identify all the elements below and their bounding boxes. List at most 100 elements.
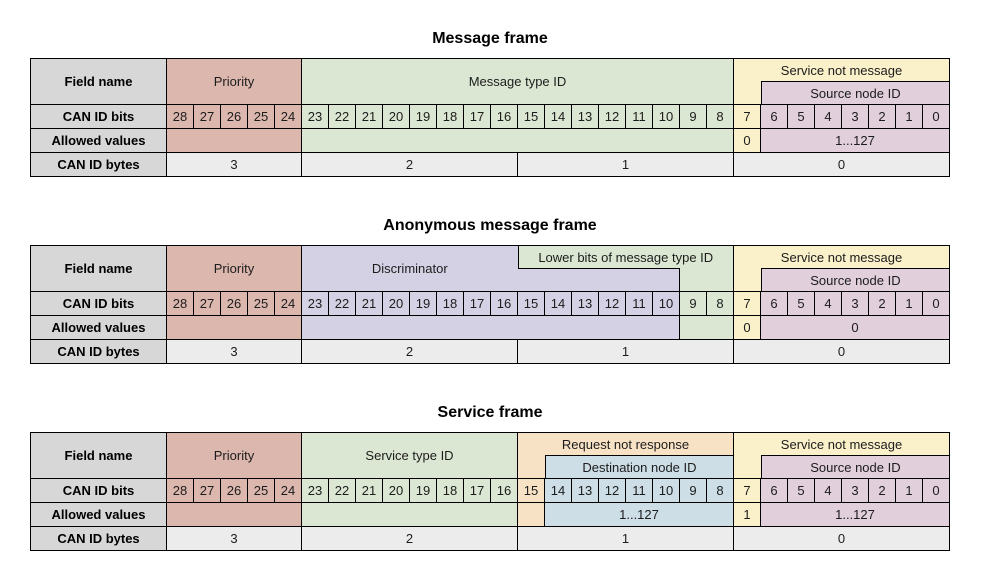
bit-5: 5 — [787, 292, 814, 315]
bit-5: 5 — [787, 105, 814, 128]
field-priority: Priority — [166, 433, 301, 478]
allowed-value — [301, 503, 517, 526]
bit-24: 24 — [274, 292, 301, 315]
field-message-type-id: Message type ID — [301, 59, 733, 104]
bit-6: 6 — [760, 479, 787, 502]
allowed-value: 1...127 — [760, 503, 949, 526]
bit-15: 15 — [517, 105, 544, 128]
row-label: Field name — [31, 246, 166, 291]
row-label: Field name — [31, 59, 166, 104]
bit-13: 13 — [571, 292, 598, 315]
bit-8: 8 — [706, 479, 733, 502]
bit-14: 14 — [544, 479, 571, 502]
bit-2: 2 — [868, 479, 895, 502]
bit-8: 8 — [706, 292, 733, 315]
bit-7: 7 — [733, 292, 760, 315]
bit-10: 10 — [652, 292, 679, 315]
bit-26: 26 — [220, 292, 247, 315]
bit-28: 28 — [166, 105, 193, 128]
bit-11: 11 — [625, 292, 652, 315]
allowed-value — [166, 503, 301, 526]
row-label: CAN ID bytes — [31, 153, 166, 176]
allowed-value: 0 — [733, 316, 760, 339]
bit-11: 11 — [625, 479, 652, 502]
bit-3: 3 — [841, 292, 868, 315]
allowed-value: 1...127 — [760, 129, 949, 152]
bit-19: 19 — [409, 292, 436, 315]
bit-16: 16 — [490, 292, 517, 315]
allowed-value: 1 — [733, 503, 760, 526]
bit-25: 25 — [247, 479, 274, 502]
bit-13: 13 — [571, 479, 598, 502]
bit-21: 21 — [355, 292, 382, 315]
bit-2: 2 — [868, 105, 895, 128]
byte-2: 2 — [301, 153, 517, 176]
bit-4: 4 — [814, 105, 841, 128]
byte-2: 2 — [301, 340, 517, 363]
bit-9: 9 — [679, 105, 706, 128]
bit-26: 26 — [220, 479, 247, 502]
bit-3: 3 — [841, 479, 868, 502]
bit-10: 10 — [652, 479, 679, 502]
bit-12: 12 — [598, 105, 625, 128]
row-label: CAN ID bytes — [31, 340, 166, 363]
bit-17: 17 — [463, 292, 490, 315]
bit-22: 22 — [328, 479, 355, 502]
bit-14: 14 — [544, 105, 571, 128]
bit-5: 5 — [787, 479, 814, 502]
bit-12: 12 — [598, 479, 625, 502]
byte-0: 0 — [733, 340, 949, 363]
bit-21: 21 — [355, 105, 382, 128]
allowed-value — [301, 129, 733, 152]
field-request-not-response-label: Request not response — [561, 436, 690, 452]
bit-27: 27 — [193, 292, 220, 315]
row-label: Allowed values — [31, 503, 166, 526]
allowed-value — [517, 503, 544, 526]
bit-16: 16 — [490, 479, 517, 502]
field-service-not-message-label: Service not message — [780, 436, 903, 452]
bit-20: 20 — [382, 292, 409, 315]
byte-3: 3 — [166, 527, 301, 550]
byte-0: 0 — [733, 153, 949, 176]
bit-18: 18 — [436, 292, 463, 315]
allowed-value — [301, 316, 679, 339]
bit-20: 20 — [382, 479, 409, 502]
allowed-value — [166, 129, 301, 152]
bit-15: 15 — [517, 292, 544, 315]
bit-0: 0 — [922, 479, 949, 502]
row-label: Field name — [31, 433, 166, 478]
bit-9: 9 — [679, 479, 706, 502]
bit-9: 9 — [679, 292, 706, 315]
bit-25: 25 — [247, 105, 274, 128]
bit-23: 23 — [301, 292, 328, 315]
row-label: CAN ID bits — [31, 479, 166, 502]
bit-7: 7 — [733, 105, 760, 128]
bit-26: 26 — [220, 105, 247, 128]
bit-28: 28 — [166, 479, 193, 502]
bit-19: 19 — [409, 105, 436, 128]
allowed-value: 0 — [760, 316, 949, 339]
row-label: Allowed values — [31, 129, 166, 152]
bit-25: 25 — [247, 292, 274, 315]
bit-20: 20 — [382, 105, 409, 128]
byte-2: 2 — [301, 527, 517, 550]
bit-17: 17 — [463, 479, 490, 502]
bit-17: 17 — [463, 105, 490, 128]
divider-line — [517, 268, 680, 269]
